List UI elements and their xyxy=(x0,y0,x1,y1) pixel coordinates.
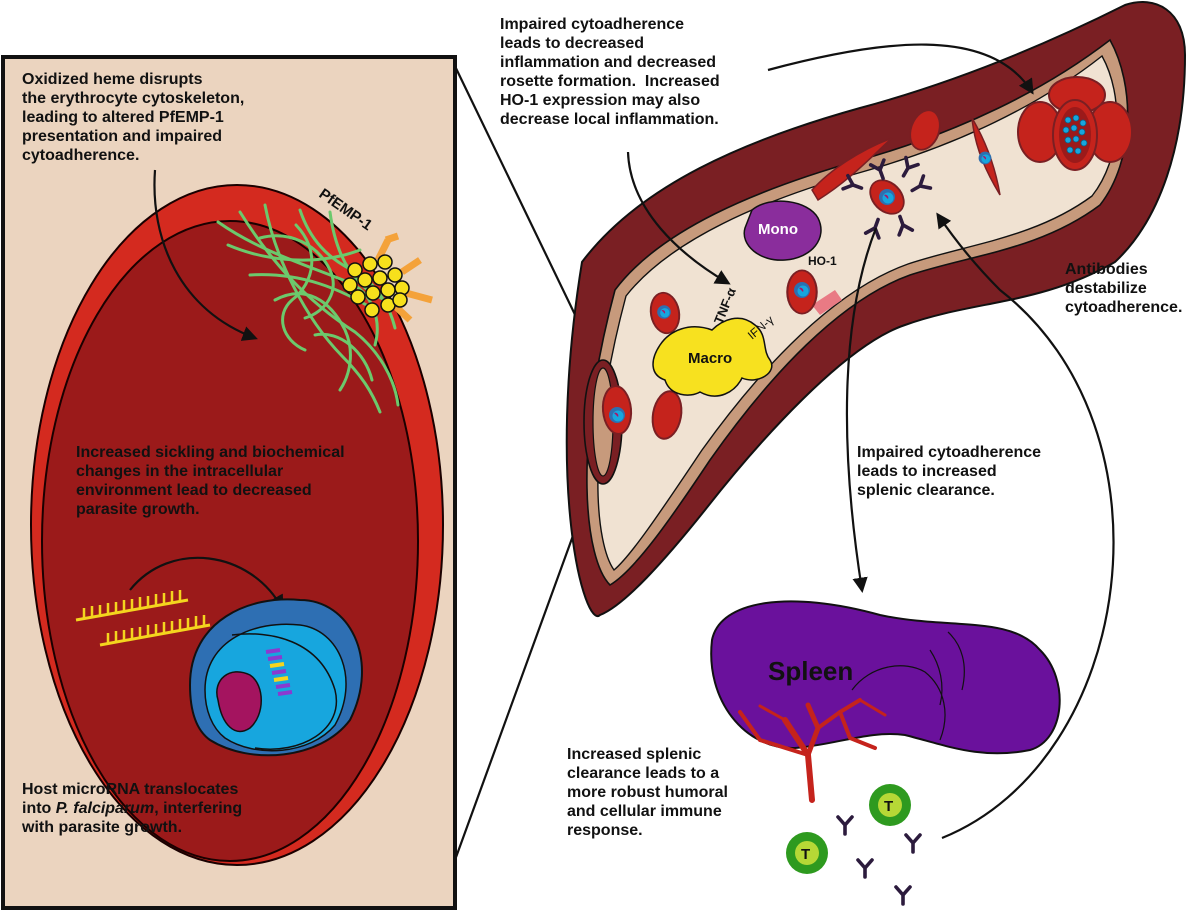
macro-label: Macro xyxy=(688,350,732,367)
rosette-arrow xyxy=(767,43,1034,95)
microrna-arrow xyxy=(129,556,284,611)
rbc-cytoplasm xyxy=(41,220,419,862)
heme-arrow xyxy=(153,169,258,341)
vessel-rbcs xyxy=(599,104,1001,443)
note-cytoskeleton: Oxidized heme disrupts the erythrocyte c… xyxy=(22,71,245,164)
note-mirna: Host microRNA translocates into P. falci… xyxy=(22,780,242,837)
knob-icon xyxy=(342,254,410,318)
note-clearance: Impaired cytoadherence leads to increase… xyxy=(857,444,1042,499)
parasite-icon xyxy=(188,598,363,757)
mono-label: Mono xyxy=(758,221,798,238)
rosette-icon xyxy=(1017,76,1133,171)
t-cell-icon: T xyxy=(869,784,911,826)
note-mirna-line-3: with parasite growth. xyxy=(22,819,183,836)
note-mirna-species: P. falciparum xyxy=(55,800,155,817)
spleen-icon: Spleen xyxy=(710,600,1061,803)
t-cell-label: T xyxy=(801,846,810,863)
microrna-icon xyxy=(75,590,211,647)
ho1-label: HO-1 xyxy=(808,254,837,268)
note-mirna-line-1: Host microRNA translocates xyxy=(22,781,239,798)
note-sickling: Increased sickling and biochemical chang… xyxy=(76,444,345,518)
vessel-lumen xyxy=(597,54,1118,572)
clearance-arrow xyxy=(845,227,878,594)
inflamed-endothelium-patch xyxy=(812,290,842,315)
feedback-arrow xyxy=(936,212,1115,840)
cytoskeleton-icon xyxy=(216,203,400,414)
note-mirna-line-2-suffix: , interfering xyxy=(154,800,243,817)
erythrocyte-inset: PfEMP-1 xyxy=(1,55,457,910)
macrophage-icon: Macro xyxy=(652,317,773,397)
note-immune: Increased splenic clearance leads to a m… xyxy=(567,746,728,839)
t-cell-icon: T xyxy=(786,832,828,874)
spleen-label: Spleen xyxy=(768,656,853,686)
monocyte-icon: Mono xyxy=(743,200,822,261)
note-antibodies: Antibodies destabilize cytoadherence. xyxy=(1065,261,1183,316)
t-cell-label: T xyxy=(884,798,893,815)
antibody-icons-spleen xyxy=(836,815,922,906)
inflammation-arrow xyxy=(626,151,731,285)
note-inflammation: Impaired cytoadherence leads to decrease… xyxy=(500,16,720,128)
note-mirna-line-2-prefix: into xyxy=(22,800,56,817)
